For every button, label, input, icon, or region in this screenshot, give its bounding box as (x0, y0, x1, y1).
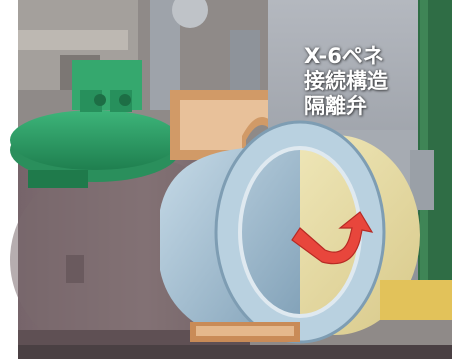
pipe-elbow (172, 0, 208, 28)
upper-left-beam (18, 30, 128, 50)
curved-arrow-icon (291, 211, 374, 265)
annotation-label: X-6ペネ 接続構造 隔離弁 (304, 44, 388, 119)
wall-bracket (66, 255, 84, 283)
annotation-line-2: 接続構造 (304, 69, 388, 93)
yellow-beam (380, 280, 452, 320)
annotation-line-1: X-6ペネ (304, 44, 384, 68)
annotation-line-3: 隔離弁 (304, 94, 367, 118)
